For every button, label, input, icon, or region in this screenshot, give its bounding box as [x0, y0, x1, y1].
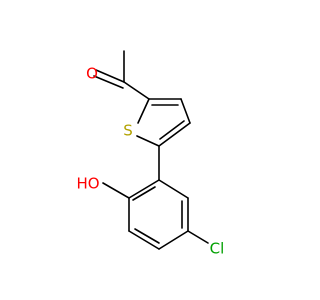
- bond-benzene-c3-c4-inner: [134, 228, 160, 244]
- thiophene-sulfur-label: S: [123, 122, 133, 140]
- bond-thiophene-c3-c4: [180, 98, 191, 124]
- bond-benzene-c1-c2-inner: [132, 186, 156, 201]
- bond-benzene-hydroxyl: [102, 182, 130, 199]
- carbonyl-oxygen-label: O: [86, 65, 98, 83]
- bond-thiophene-c5-s: [136, 135, 160, 147]
- bond-benzene-c4-c5: [158, 230, 189, 250]
- bond-thiophene-c4-c5-inner: [159, 120, 185, 140]
- bond-benzene-c3-c4: [128, 230, 160, 250]
- molecule-canvas: O S HO Cl: [76, 50, 225, 258]
- structure-diagram: O S HO Cl: [76, 50, 225, 258]
- bond-carbonyl-oxygen-1: [95, 69, 125, 83]
- hydroxyl-group-label: HO: [76, 175, 99, 193]
- bond-thiophene-c4-c5: [158, 122, 191, 147]
- bond-benzene-c1-c2: [128, 179, 160, 199]
- bond-benzene-c6-c1: [158, 179, 189, 199]
- bond-benzene-chlorine: [187, 230, 209, 244]
- bond-thiophene-c2-s: [137, 98, 150, 124]
- bond-carbonyl-thiophene: [123, 81, 150, 100]
- chlorine-label: Cl: [210, 240, 225, 258]
- bond-carbonyl-oxygen-2: [93, 75, 124, 89]
